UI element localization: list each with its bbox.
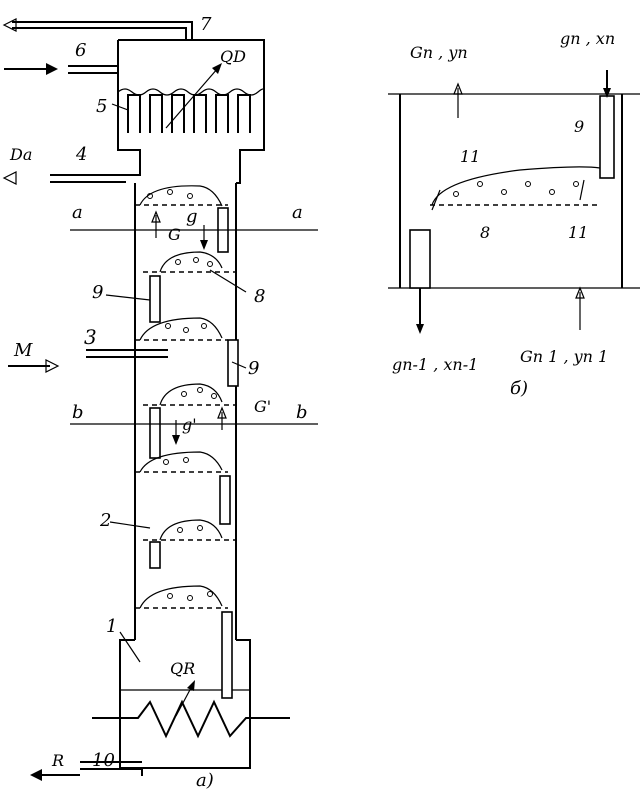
label-da: Da: [9, 145, 32, 164]
label-8: 8: [254, 286, 265, 307]
label-r: R: [51, 751, 64, 770]
label-g-upper: G: [168, 225, 181, 244]
label-4: 4: [75, 144, 87, 165]
leaders: [105, 103, 247, 663]
label-8-tray: 8: [480, 223, 490, 242]
label-9-tray: 9: [574, 117, 584, 136]
label-a-right: a: [292, 202, 303, 223]
label-gn1-xn1: gn-1 , xn-1: [392, 355, 478, 374]
pipes: [12, 21, 290, 770]
label-7: 7: [200, 14, 212, 35]
tray-detail: [388, 70, 640, 334]
label-1: 1: [106, 616, 117, 637]
tray-labels: Gn , yn gn , xn 9 11 8 11 gn-1 , xn-1 Gn…: [392, 29, 615, 399]
caption-b: б): [510, 378, 528, 399]
label-g-prime-upper: G': [254, 397, 271, 416]
label-gn-yn: Gn , yn: [410, 43, 468, 62]
caption-a: a): [196, 770, 214, 791]
column-labels: 7 6 QD 5 Da 4 a a G g 8 9 M 3 9 b b G' g…: [9, 14, 308, 791]
label-m: M: [13, 340, 33, 361]
label-g-lower: g: [186, 206, 198, 227]
label-10: 10: [92, 750, 115, 771]
label-gn-xn: gn , xn: [560, 29, 615, 48]
label-6: 6: [75, 40, 86, 61]
label-9-right: 9: [248, 358, 259, 379]
label-gn1-yn1: Gn 1 , yn 1: [520, 347, 608, 366]
label-2: 2: [99, 510, 111, 531]
label-qr: QR: [170, 659, 195, 678]
label-11-bottom: 11: [568, 223, 588, 242]
label-a-left: a: [72, 202, 83, 223]
flow-arrows: [2, 18, 222, 781]
label-11-top: 11: [460, 147, 480, 166]
label-g-prime-lower: g': [182, 415, 197, 434]
label-3: 3: [84, 325, 97, 349]
label-qd: QD: [220, 47, 246, 66]
trays: [70, 185, 318, 699]
label-9-left: 9: [92, 282, 103, 303]
label-5: 5: [96, 96, 107, 117]
label-b-right: b: [296, 402, 308, 423]
label-b-left: b: [72, 402, 84, 423]
